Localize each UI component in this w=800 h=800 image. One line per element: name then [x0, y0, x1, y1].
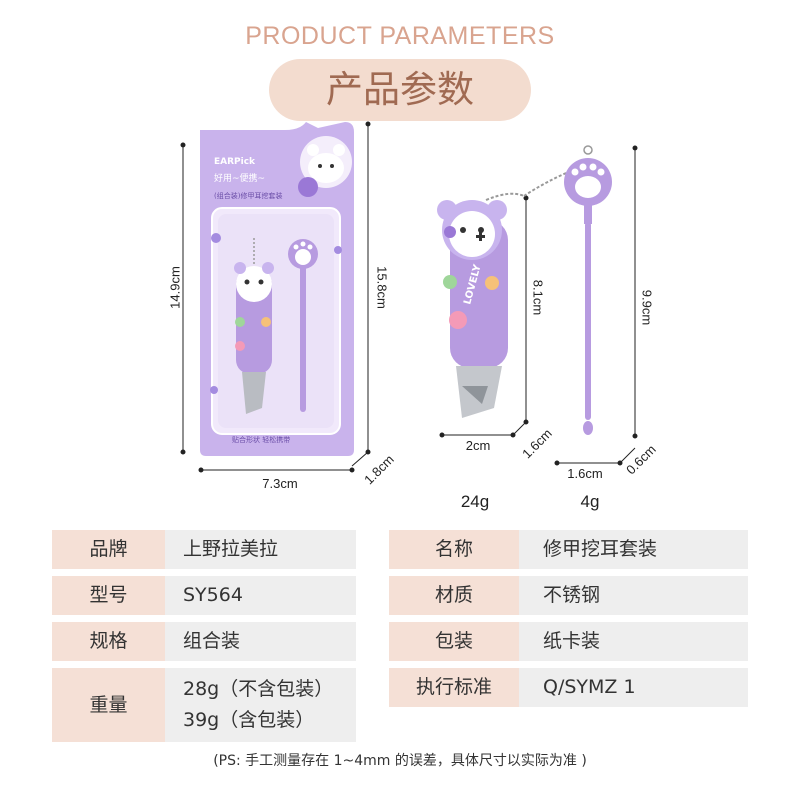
nail-clipper: LOVELY [437, 167, 579, 418]
spec-label-material: 材质 [389, 576, 519, 615]
spec-value-packaging: 纸卡装 [519, 622, 748, 661]
measurement-note: (PS: 手工测量存在 1~4mm 的误差，具体尺寸以实际为准 ) [213, 753, 587, 769]
clipper-length-label: 8.1cm [530, 279, 546, 316]
spec-label-packaging: 包装 [389, 622, 519, 661]
header-title-pill: 产品参数 [269, 59, 531, 121]
spec-value-name: 修甲挖耳套装 [519, 530, 748, 569]
package-dimension-lines [180, 121, 371, 473]
spec-value-material: 不锈钢 [519, 576, 748, 615]
clipper-weight: 24g [460, 492, 490, 511]
package-card: EARPick 好用~便携~ (组合装)修甲耳挖套装 贴合形状 轻松携带 [200, 122, 354, 456]
spec-label-weight: 重量 [52, 668, 165, 742]
earpick-length-label: 9.9cm [639, 289, 655, 326]
package-footer: 贴合形状 轻松携带 [232, 435, 290, 444]
earpick-weight: 4g [580, 492, 600, 511]
package-line2: (组合装)修甲耳挖套装 [214, 191, 282, 200]
spec-value-weight-net: 28g（不含包装） [183, 678, 334, 700]
package-line1: 好用~便携~ [214, 172, 265, 184]
product-dimension-lines [439, 145, 638, 466]
spec-value-weight: 28g（不含包装） 39g（含包装） [165, 668, 356, 742]
spec-value-standard: Q/SYMZ 1 [519, 668, 748, 707]
spec-value-spec: 组合装 [165, 622, 356, 661]
package-width-label: 7.3cm [262, 476, 298, 491]
package-brand-text: EARPick [214, 157, 256, 167]
spec-label-spec: 规格 [52, 622, 165, 661]
header-title-en: PRODUCT PARAMETERS [245, 22, 555, 50]
spec-value-brand: 上野拉美拉 [165, 530, 356, 569]
package-side-height-label: 15.8cm [374, 266, 390, 309]
spec-value-weight-gross: 39g（含包装） [183, 709, 315, 731]
earpick-width-label: 1.6cm [567, 466, 603, 481]
spec-label-standard: 执行标准 [389, 668, 519, 707]
ear-pick [564, 145, 612, 435]
package-height-label: 14.9cm [167, 266, 183, 309]
spec-label-model: 型号 [52, 576, 165, 615]
spec-value-model: SY564 [165, 576, 356, 615]
spec-label-name: 名称 [389, 530, 519, 569]
clipper-width-label: 2cm [465, 438, 491, 453]
spec-label-brand: 品牌 [52, 530, 165, 569]
header-title-zh: 产品参数 [326, 68, 474, 111]
product-illustration: EARPick 好用~便携~ (组合装)修甲耳挖套装 贴合形状 轻松携带 [180, 121, 638, 473]
